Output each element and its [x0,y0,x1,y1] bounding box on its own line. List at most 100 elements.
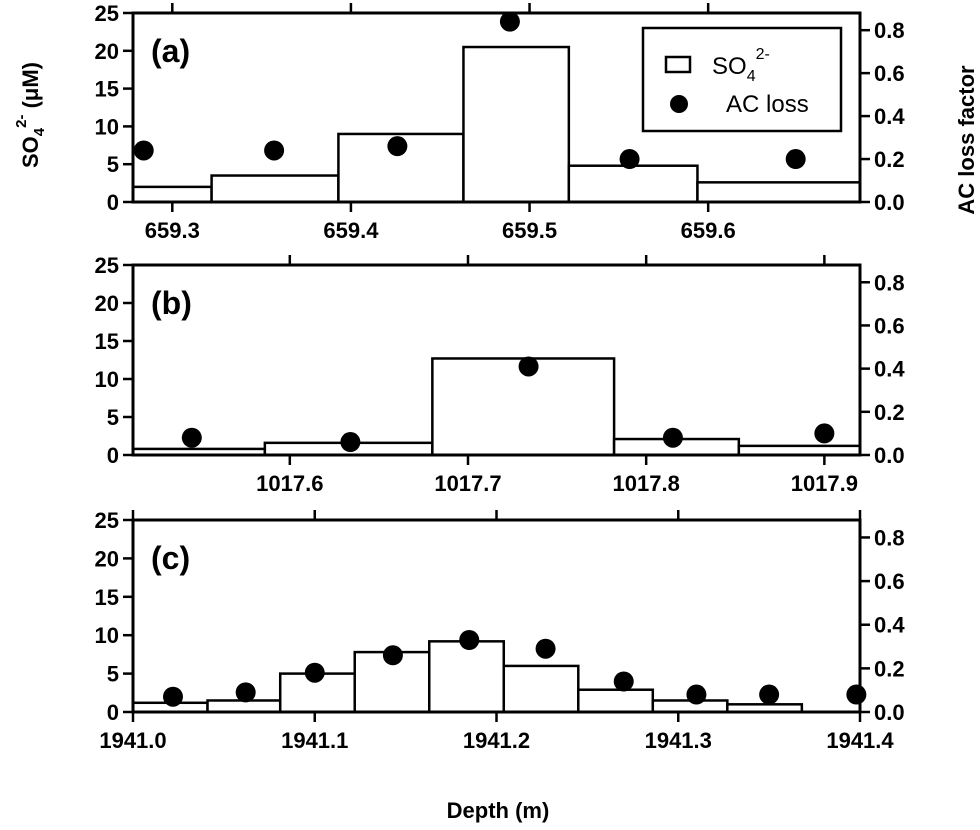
x-tick-label: 1017.6 [256,471,323,496]
ac-loss-dot [686,684,707,705]
so4-bar [210,174,340,204]
ac-loss-dot [814,423,835,444]
x-tick-label: 1017.7 [434,471,501,496]
x-tick-label: 1941.0 [99,728,166,753]
y-right-tick-label: 0.8 [874,18,905,43]
so4-bar [696,181,862,204]
so4-bar [206,699,282,714]
y-left-tick-label: 15 [95,329,119,354]
y-right-tick-label: 0.4 [874,357,905,382]
y-left-tick-label: 10 [95,114,119,139]
plot-frame [131,263,862,457]
y-right-tick-label: 0.6 [874,569,905,594]
y-left-tick-label: 10 [95,367,119,392]
panel-label: (c) [151,540,190,576]
x-tick-label: 1017.9 [791,471,858,496]
y-left-tick-label: 25 [95,508,119,533]
ac-loss-dot [785,149,806,170]
plot-frame [131,11,862,204]
legend-bar-swatch [664,55,692,74]
y-left-tick-label: 0 [107,190,119,215]
y-left-tick-label: 15 [95,585,119,610]
ac-loss-dot [264,140,285,161]
x-tick-label: 1941.3 [645,728,712,753]
legend-dot-marker [670,95,688,113]
ac-loss-dot [846,684,867,705]
ac-loss-dot [759,684,780,705]
y-left-tick-label: 15 [95,77,119,102]
y-left-tick-label: 25 [95,1,119,26]
y-axis-title-left-unit: (μM) [18,62,43,115]
y-right-tick-label: 0.0 [874,443,905,468]
ac-loss-dot [518,356,539,377]
y-axis-title-right: AC loss factor [954,65,979,215]
legend-box [641,26,843,133]
x-tick-label: 1941.2 [463,728,530,753]
x-axis-title: Depth (m) [447,798,550,823]
so4-bar [462,45,571,204]
ac-loss-dot [499,11,520,32]
y-left-tick-label: 5 [107,152,119,177]
so4-bar [567,164,699,204]
ac-loss-dot [613,671,634,692]
x-tick-label: 1017.8 [613,471,680,496]
panel-3: 0 5 10 15 20 25 0.0 0.2 0.4 0.6 0.8 1941.0 1941.1 194… [95,508,906,753]
so4-bar [502,664,580,714]
ac-loss-dot [535,638,556,659]
y-right-tick-label: 0.6 [874,313,905,338]
so4-bar [577,688,655,714]
x-tick-label: 659.3 [145,218,200,243]
y-left-tick-label: 20 [95,546,119,571]
ac-loss-dot [459,630,480,650]
legend-bar-label-main: SO [712,53,747,80]
ac-loss-dot [235,682,256,703]
y-right-tick-label: 0.0 [874,700,905,725]
y-right-tick-label: 0.0 [874,190,905,215]
panel-label: (b) [151,285,192,321]
y-right-tick-label: 0.8 [874,270,905,295]
legend-bar-label: SO42- [712,46,770,85]
y-left-tick-label: 20 [95,291,119,316]
so4-bar [428,640,506,714]
y-right-tick-label: 0.2 [874,147,905,172]
y-axis-title-left-sub: 4 [31,127,48,136]
ac-loss-dot [133,140,154,161]
legend-bar-label-sup: 2- [756,46,770,63]
ac-loss-dot [304,662,325,683]
ac-loss-dot [387,136,408,157]
y-right-tick-label: 0.2 [874,400,905,425]
y-left-tick-label: 5 [107,405,119,430]
x-tick-label: 659.4 [323,218,379,243]
x-tick-label: 1941.1 [281,728,348,753]
panel-label: (a) [151,33,190,69]
y-left-tick-label: 20 [95,39,119,64]
y-right-tick-label: 0.6 [874,61,905,86]
y-right-tick-label: 0.2 [874,656,905,681]
y-right-tick-label: 0.4 [874,613,905,638]
x-tick-label: 1941.4 [826,728,894,753]
ac-loss-dot [340,432,361,453]
y-axis-title-left: SO42- (μM) [13,62,48,168]
so4-bar [131,185,213,204]
ac-loss-dot [382,645,403,666]
y-left-tick-label: 0 [107,443,119,468]
ac-loss-dot [619,149,640,170]
legend-dot-label: AC loss [726,91,809,118]
legend-bar-label-sub: 4 [747,68,756,85]
ac-loss-dot [662,427,683,448]
ac-loss-dot [162,686,183,707]
ac-loss-dot [181,427,202,448]
x-tick-label: 659.6 [681,218,736,243]
y-left-tick-label: 25 [95,253,119,278]
y-left-tick-label: 0 [107,700,119,725]
y-right-tick-label: 0.4 [874,104,905,129]
panel-2: 0 5 10 15 20 25 0.0 0.2 0.4 0.6 0.8 1017.6 1017.7 101… [95,253,906,496]
y-right-tick-label: 0.8 [874,525,905,550]
y-axis-title-left-main: SO [18,136,43,168]
y-left-tick-label: 5 [107,662,119,687]
y-axis-title-left-sup: 2- [13,115,30,128]
y-left-tick-label: 10 [95,623,119,648]
